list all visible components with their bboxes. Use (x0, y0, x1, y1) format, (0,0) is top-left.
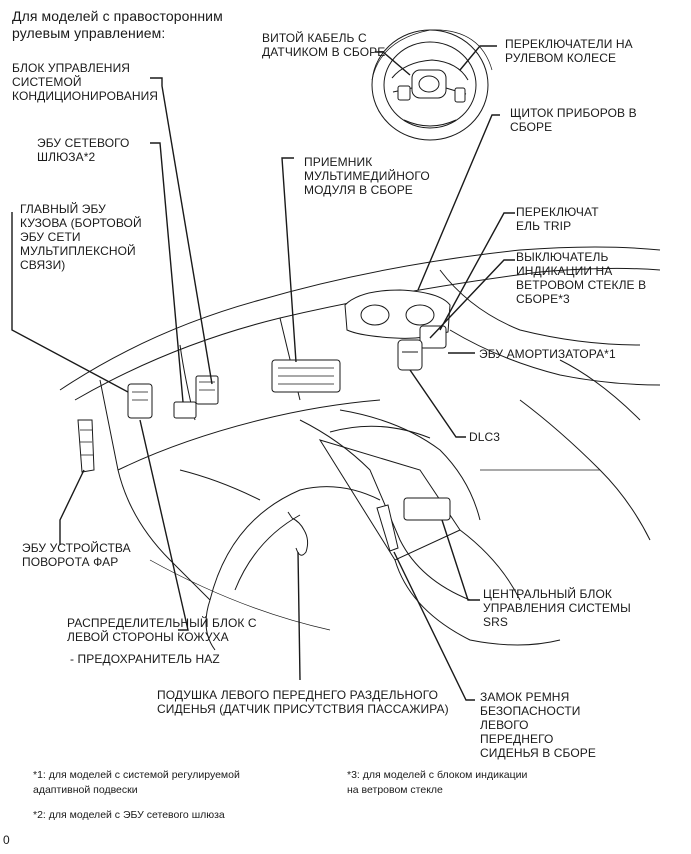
components (77, 289, 451, 556)
header-line-2: рулевым управлением: (12, 25, 166, 41)
footnote-2: *2: для моделей с ЭБУ сетевого шлюза (33, 809, 225, 821)
header-line-1: Для моделей с правосторонним (12, 8, 223, 24)
steering-wheel-inset (371, 29, 493, 141)
label-absorber-ecu: ЭБУ АМОРТИЗАТОРА*1 (479, 347, 616, 361)
label-dlc3: DLC3 (469, 430, 501, 444)
leader-lines (11, 45, 515, 701)
label-haz-fuse: - ПРЕДОХРАНИТЕЛЬ HAZ (70, 652, 220, 666)
page-marker: 0 (3, 833, 10, 847)
